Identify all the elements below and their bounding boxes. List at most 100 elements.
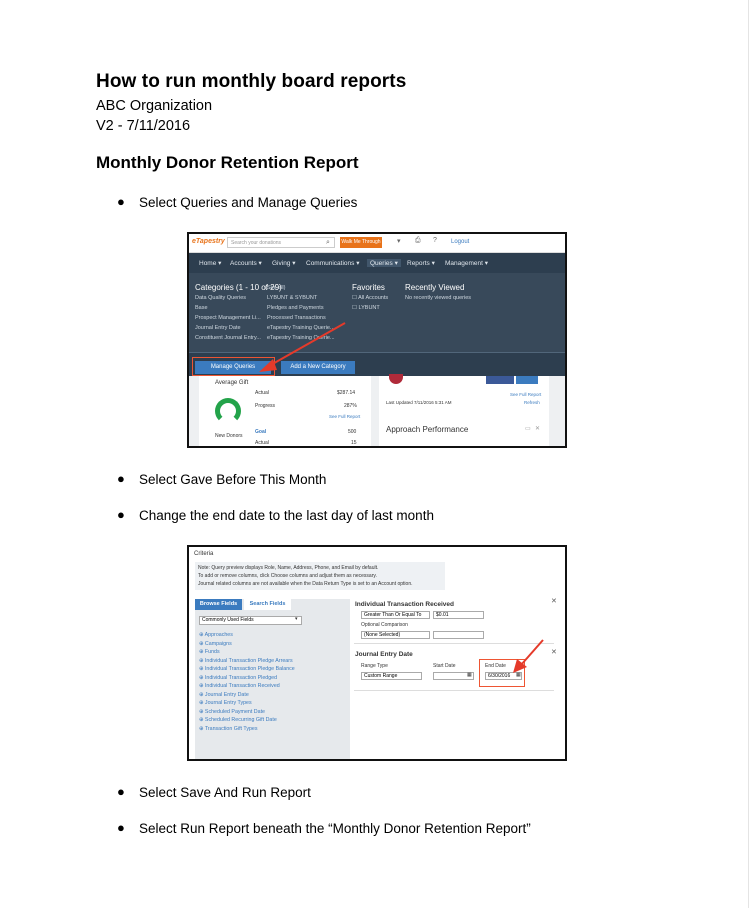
bullet-icon: ● (117, 784, 125, 799)
search-icon[interactable]: ⌕ (326, 239, 330, 246)
jed-section-title: Journal Entry Date (355, 651, 413, 658)
field-link[interactable]: ⊕ Campaigns (199, 641, 232, 647)
field-link[interactable]: ⊕ Individual Transaction Pledge Balance (199, 666, 295, 672)
favorite-item[interactable]: ☐ All Accounts (352, 295, 389, 301)
field-link[interactable]: ⊕ Scheduled Payment Date (199, 709, 265, 715)
category-item[interactable]: Constituent Journal Entry... (195, 335, 261, 341)
share-button[interactable] (486, 376, 514, 384)
document-title: How to run monthly board reports (96, 71, 407, 92)
chart-fragment (389, 374, 403, 384)
actual-label: Actual (255, 440, 269, 446)
field-link[interactable]: ⊕ Scheduled Recurring Gift Date (199, 717, 277, 723)
see-full-report-link[interactable]: See Full Report (329, 414, 361, 419)
close-icon[interactable]: ✕ (551, 649, 557, 656)
close-icon[interactable]: ✕ (551, 598, 557, 605)
field-link[interactable]: ⊕ Individual Transaction Pledge Arrears (199, 658, 293, 664)
section-divider (354, 643, 554, 644)
arrow-icon (513, 639, 544, 673)
favorite-label: All Accounts (358, 295, 389, 301)
note-box (195, 562, 445, 590)
category-item[interactable]: Journal Entry Date (195, 325, 241, 331)
gauge-icon (215, 398, 241, 424)
nav-reports[interactable]: Reports ▾ (407, 260, 435, 267)
field-label: Individual Transaction Received (204, 683, 280, 689)
bullet-icon: ● (117, 194, 125, 209)
field-label: Approaches (204, 632, 233, 638)
refresh-link[interactable]: Refresh (524, 400, 540, 405)
last-updated-text: Last Updated 7/11/2016 5:31 AM (386, 400, 452, 405)
printer-icon[interactable]: ⎙ (415, 237, 421, 244)
list-item-text: Select Run Report beneath the “Monthly D… (139, 821, 531, 836)
field-link[interactable]: ⊕ Approaches (199, 632, 233, 638)
field-label: Funds (204, 649, 220, 655)
calendar-icon[interactable]: ▦ (467, 672, 472, 678)
operator-select[interactable]: Greater Than Or Equal To (361, 611, 430, 619)
nav-accounts[interactable]: Accounts ▾ (230, 260, 262, 267)
start-date-input[interactable] (433, 672, 474, 680)
logout-link[interactable]: Logout (451, 239, 470, 245)
comparison-select[interactable]: (None Selected) (361, 631, 430, 639)
category-item[interactable]: eTapestry Training Querie... (267, 335, 335, 341)
expand-icon[interactable]: ▭ (525, 426, 531, 432)
nav-management[interactable]: Management ▾ (445, 260, 489, 267)
field-link[interactable]: ⊕ Individual Transaction Pledged (199, 675, 278, 681)
field-link[interactable]: ⊕ Journal Entry Date (199, 692, 249, 698)
comparison-input[interactable] (433, 631, 484, 639)
category-item[interactable]: Pledges and Payments (267, 305, 324, 311)
category-item[interactable]: Data Quality Queries (195, 295, 247, 301)
see-full-report-link[interactable]: See Full Report (510, 392, 542, 397)
field-link[interactable]: ⊕ Individual Transaction Received (199, 683, 280, 689)
goal-label: Goal (255, 429, 267, 435)
nav-queries[interactable]: Queries ▾ (367, 259, 401, 267)
tab-search-fields[interactable]: Search Fields (244, 599, 291, 610)
category-item[interactable]: Prospect Management Li... (195, 315, 261, 321)
arrow-icon (259, 322, 346, 372)
field-label: Journal Entry Types (204, 700, 252, 706)
nav-home[interactable]: Home ▾ (199, 260, 222, 267)
favorite-label: LYBUNT (358, 305, 380, 311)
list-item-text: Select Gave Before This Month (139, 472, 327, 487)
nav-giving[interactable]: Giving ▾ (272, 260, 296, 267)
field-category-select[interactable]: Commonly Used Fields (199, 616, 302, 625)
field-link[interactable]: ⊕ Funds (199, 649, 220, 655)
field-label: Campaigns (204, 641, 232, 647)
end-date-input[interactable]: 6/30/2016 (485, 672, 522, 680)
see-all-link[interactable]: (See all) (265, 285, 286, 291)
add-category-button[interactable]: Add a New Category (281, 361, 355, 374)
average-gift-label: Average Gift (215, 380, 249, 386)
nav-communications[interactable]: Communications ▾ (306, 260, 360, 267)
field-label: Scheduled Recurring Gift Date (204, 717, 277, 723)
tab-browse-fields[interactable]: Browse Fields (195, 599, 242, 610)
share-button[interactable] (516, 376, 538, 384)
walk-me-through-button[interactable]: Walk Me Through (340, 237, 382, 248)
category-item[interactable]: LYBUNT & SYBUNT (267, 295, 318, 301)
organization-name: ABC Organization (96, 98, 213, 114)
close-icon[interactable]: ✕ (535, 426, 541, 432)
help-icon[interactable]: ? (433, 237, 437, 244)
favorite-item[interactable]: ☐ LYBUNT (352, 305, 380, 311)
section-heading: Monthly Donor Retention Report (96, 153, 359, 172)
field-link[interactable]: ⊕ Transaction Gift Types (199, 726, 258, 732)
main-nav: Home ▾ Accounts ▾ Giving ▾ Communication… (189, 253, 565, 273)
amount-input[interactable]: $0.01 (433, 611, 484, 619)
category-item[interactable]: eTapestry Training Querie... (267, 325, 335, 331)
field-label: Transaction Gift Types (204, 726, 258, 732)
field-link[interactable]: ⊕ Journal Entry Types (199, 700, 252, 706)
category-item[interactable]: Base (195, 305, 208, 311)
field-label: Scheduled Payment Date (204, 709, 265, 715)
range-type-select[interactable]: Custom Range (361, 672, 422, 680)
search-input[interactable]: Search your donations (227, 237, 335, 248)
favorites-title: Favorites (352, 283, 385, 292)
section-divider (354, 690, 554, 691)
etapestry-logo: eTapestry (192, 238, 225, 245)
manage-queries-button[interactable]: Manage Queries (195, 361, 271, 374)
actual-value: $287.14 (337, 390, 356, 396)
bullet-icon: ● (117, 820, 125, 835)
note-line: Note: Query preview displays Role, Name,… (198, 565, 379, 571)
calendar-icon[interactable]: ▦ (516, 672, 521, 678)
start-date-label: Start Date (433, 663, 456, 669)
chevron-down-icon[interactable]: ▾ (397, 238, 401, 245)
bullet-icon: ● (117, 471, 125, 486)
category-item[interactable]: Processed Transactions (267, 315, 326, 321)
